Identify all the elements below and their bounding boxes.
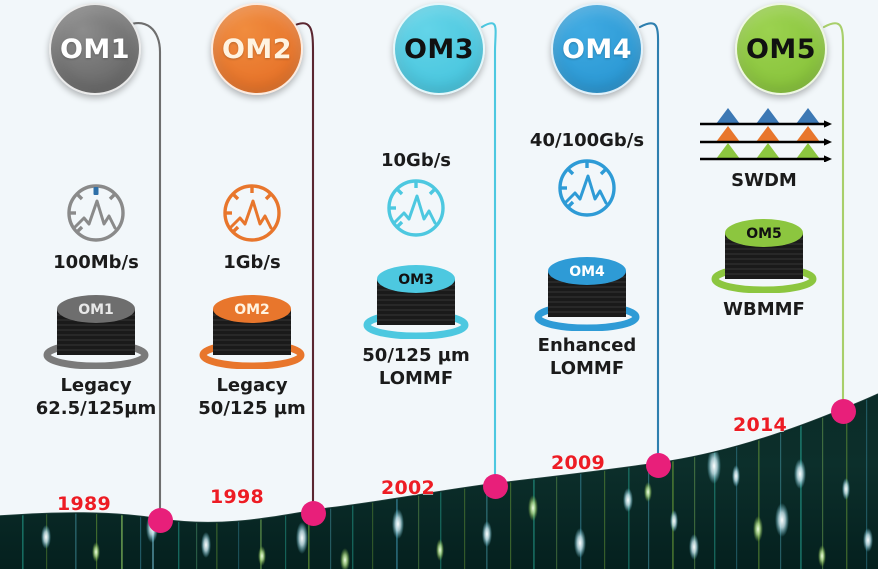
caption-om3: 50/125 µm LOMMF (336, 345, 496, 390)
caption-line: 62.5/125µm (35, 397, 157, 419)
column-om2: 1Gb/s OM2 Legacy 50/125 µm (178, 180, 326, 420)
caption-line: Enhanced (537, 335, 637, 356)
generation-badge-om1[interactable]: OM1 (49, 3, 141, 95)
year-label-om4: 2009 (551, 452, 606, 474)
year-label-om1: 1989 (57, 493, 112, 515)
spool-label: OM1 (78, 302, 114, 318)
year-label-om3: 2002 (381, 477, 436, 499)
generation-badge-label: OM4 (561, 33, 633, 65)
fiber-spool-om2: OM2 (199, 295, 305, 369)
speed-label-om5: SWDM (731, 170, 797, 191)
year-label-om5: 2014 (733, 414, 788, 436)
speed-gauge-icon (558, 159, 616, 217)
caption-line: 50/125 µm (362, 345, 470, 366)
caption-line: 50/125 µm (198, 397, 306, 419)
caption-om4: Enhanced LOMMF (503, 335, 671, 380)
timeline-dot-om5[interactable] (831, 399, 856, 424)
spool-label: OM2 (234, 302, 270, 318)
generation-badge-label: OM2 (221, 33, 293, 65)
caption-line: Legacy (60, 375, 132, 396)
generation-badge-om3[interactable]: OM3 (393, 3, 485, 95)
caption-line: LOMMF (549, 357, 625, 379)
generation-badge-label: OM3 (403, 33, 475, 65)
speed-label-om1: 100Mb/s (53, 252, 139, 273)
timeline-dot-om2[interactable] (301, 501, 326, 526)
fiber-spool-om5: OM5 (711, 219, 817, 293)
generation-badge-label: OM5 (745, 33, 817, 65)
timeline-dot-om3[interactable] (483, 474, 508, 499)
caption-line: LOMMF (378, 367, 454, 389)
timeline-dot-om1[interactable] (148, 508, 173, 533)
swdm-row-orange (700, 126, 832, 146)
spool-label: OM5 (746, 226, 782, 242)
generation-badge-label: OM1 (59, 33, 131, 65)
caption-line: Legacy (216, 375, 288, 396)
speed-label-om4: 40/100Gb/s (529, 130, 645, 151)
speed-gauge-icon (67, 184, 125, 242)
speed-gauge-icon (223, 184, 281, 242)
spool-label: OM4 (569, 264, 605, 280)
speed-gauge-icon (387, 179, 445, 237)
swdm-icon (700, 108, 832, 162)
generation-badge-om4[interactable]: OM4 (551, 3, 643, 95)
speed-label-om3: 10Gb/s (381, 150, 451, 171)
generation-badge-om5[interactable]: OM5 (735, 3, 827, 95)
fiber-spool-om1: OM1 (43, 295, 149, 369)
fiber-spool-om4: OM4 (534, 257, 640, 331)
timeline-dot-om4[interactable] (646, 453, 671, 478)
caption-om2: Legacy 50/125 µm (178, 375, 326, 420)
year-label-om2: 1998 (210, 486, 265, 508)
swdm-row-green (700, 143, 832, 162)
caption-om5: WBMMF (680, 299, 848, 322)
column-om1: 100Mb/s OM1 Legacy 62.5/125µm (22, 180, 170, 420)
column-om3: 10Gb/s OM3 50/125 (336, 150, 496, 390)
caption-line: WBMMF (723, 299, 805, 320)
speed-label-om2: 1Gb/s (223, 252, 281, 273)
caption-om1: Legacy 62.5/125µm (22, 375, 170, 420)
column-om4: 40/100Gb/s OM4 En (503, 130, 671, 380)
spool-label: OM3 (398, 272, 434, 288)
fiber-spool-om3: OM3 (363, 265, 469, 339)
column-om5: SWDM OM5 WBMMF (680, 104, 848, 322)
swdm-row-blue (700, 108, 832, 128)
generation-badge-om2[interactable]: OM2 (211, 3, 303, 95)
